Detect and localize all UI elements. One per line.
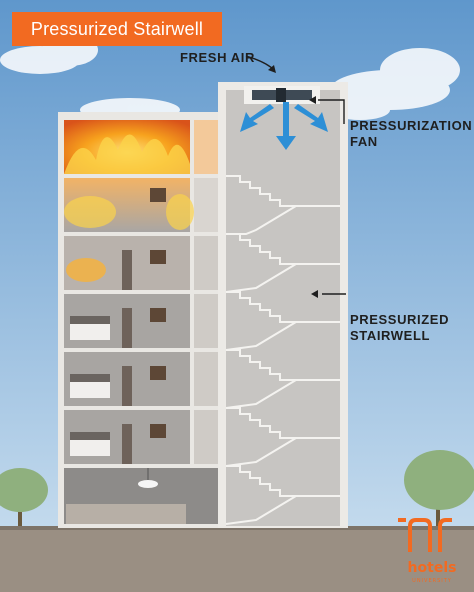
brand-logo-mark [398,518,452,552]
floor-6-fire [64,178,218,232]
floor-2 [64,410,218,464]
tree-left [0,468,48,530]
brand-name: hotels [407,560,457,576]
pressurization-fan-label-line1: PRESSURIZATION [350,118,473,133]
stairs [225,175,340,525]
pressurization-fan-label-line2: FAN [350,134,378,149]
airflow-arrows [240,102,328,150]
pressurized-stairwell-label-line2: STAIRWELL [350,328,431,343]
floor-3 [64,352,218,406]
floor-7-fire [64,120,218,174]
fresh-air-label: FRESH AIR [180,50,255,65]
floor-5-fire [64,236,218,290]
floor-4 [64,294,218,348]
pressurized-stairwell-label-line1: PRESSURIZED [350,312,450,327]
brand-tagline: UNIVERSITY [412,578,452,584]
tree-right [404,450,474,530]
page-title: Pressurized Stairwell [12,12,222,46]
floor-1-lobby [64,468,218,524]
ground [0,526,474,592]
